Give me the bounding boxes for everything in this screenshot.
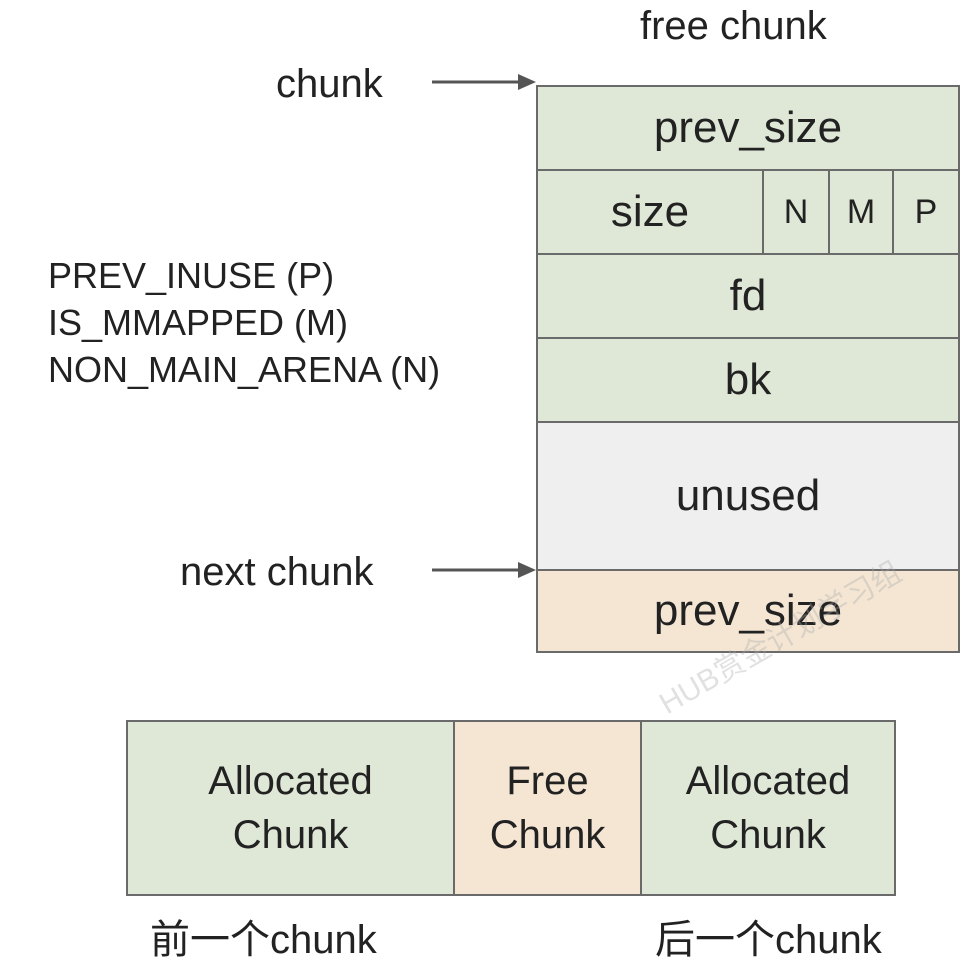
next-allocated-chunk: Allocated Chunk [640,720,896,896]
bk-field: bk [536,337,960,423]
middle-free-chunk: Free Chunk [453,720,642,896]
chunk-pointer-label: chunk [276,62,383,106]
flag-legend-prev-inuse: PREV_INUSE (P) [48,255,335,296]
middle-free-chunk-line1: Free [506,759,589,803]
flag-p-field: P [892,169,960,255]
flag-legend-is-mmapped: IS_MMAPPED (M) [48,302,349,343]
next-allocated-chunk-line1: Allocated [685,759,851,803]
next-prev-size-field: prev_size [536,569,960,653]
next-allocated-chunk-line2: Chunk [710,813,826,857]
chunk-arrow [432,74,536,90]
next-chunk-caption: 后一个chunk [655,918,882,962]
diagram-title: free chunk [640,4,827,48]
size-field: size [536,169,764,255]
middle-free-chunk-line2: Chunk [489,813,606,857]
unused-field: unused [536,421,960,571]
flag-legend: PREV_INUSE (P) IS_MMAPPED (M) NON_MAIN_A… [48,252,440,393]
flag-n-field: N [762,169,830,255]
fd-field: fd [536,253,960,339]
prev-size-field: prev_size [536,85,960,171]
flag-legend-non-main-arena: NON_MAIN_ARENA (N) [48,349,441,390]
previous-chunk-caption: 前一个chunk [150,918,377,962]
previous-allocated-chunk-line1: Allocated [208,759,373,803]
previous-allocated-chunk-line2: Chunk [232,813,349,857]
flag-m-field: M [828,169,894,255]
next-chunk-arrow [432,562,536,578]
next-chunk-pointer-label: next chunk [180,550,374,594]
previous-allocated-chunk: Allocated Chunk [126,720,455,896]
